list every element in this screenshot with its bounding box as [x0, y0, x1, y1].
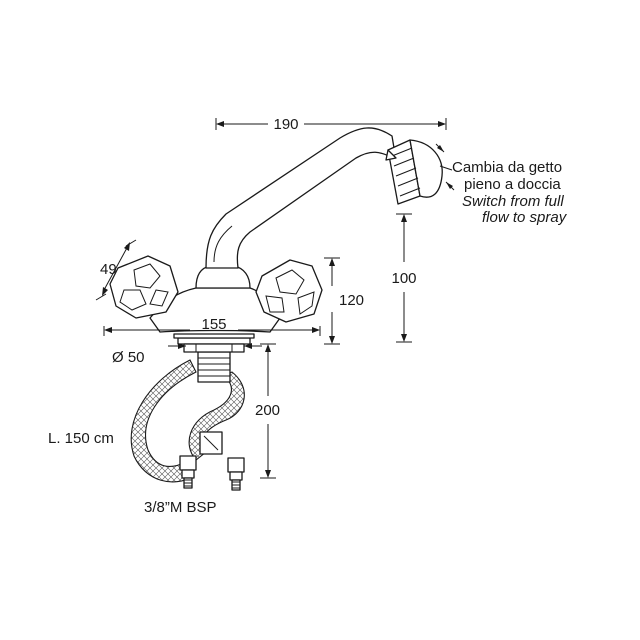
label-connection-thread: 3/8”M BSP	[144, 499, 217, 516]
label-diameter-50: Ø 50	[112, 349, 145, 366]
dimension-120: 120	[324, 257, 364, 345]
faucet-body	[149, 265, 281, 333]
right-handle	[255, 259, 323, 323]
dimension-155: 155	[103, 316, 321, 336]
threaded-shank	[197, 351, 231, 383]
hose-fitting-left	[179, 455, 197, 471]
dimension-49: 49	[95, 239, 137, 301]
flexible-hoses	[130, 351, 245, 491]
spray-switch-note: Cambia da getto pieno a doccia Switch fr…	[435, 143, 568, 226]
note-english-line1: Switch from full	[462, 193, 564, 210]
note-italian-line2: pieno a doccia	[464, 176, 561, 193]
label-200: 200	[255, 402, 280, 419]
label-hose-length: L. 150 cm	[48, 430, 114, 447]
dimension-100: 100	[391, 213, 417, 343]
label-49: 49	[100, 261, 117, 278]
note-english-line2: flow to spray	[482, 209, 568, 226]
label-155: 155	[201, 316, 226, 333]
mounting-base	[173, 333, 255, 353]
note-italian-line1: Cambia da getto	[452, 159, 562, 176]
hose-fitting-right	[227, 457, 245, 473]
label-190: 190	[273, 116, 298, 133]
spray-head	[385, 139, 443, 205]
dimension-200: 200	[255, 343, 280, 479]
spout	[205, 127, 397, 269]
label-120: 120	[339, 292, 364, 309]
label-100: 100	[391, 270, 416, 287]
left-handle	[109, 255, 179, 319]
dimension-diameter-50: Ø 50	[112, 343, 262, 366]
dimension-190: 190	[215, 116, 447, 133]
